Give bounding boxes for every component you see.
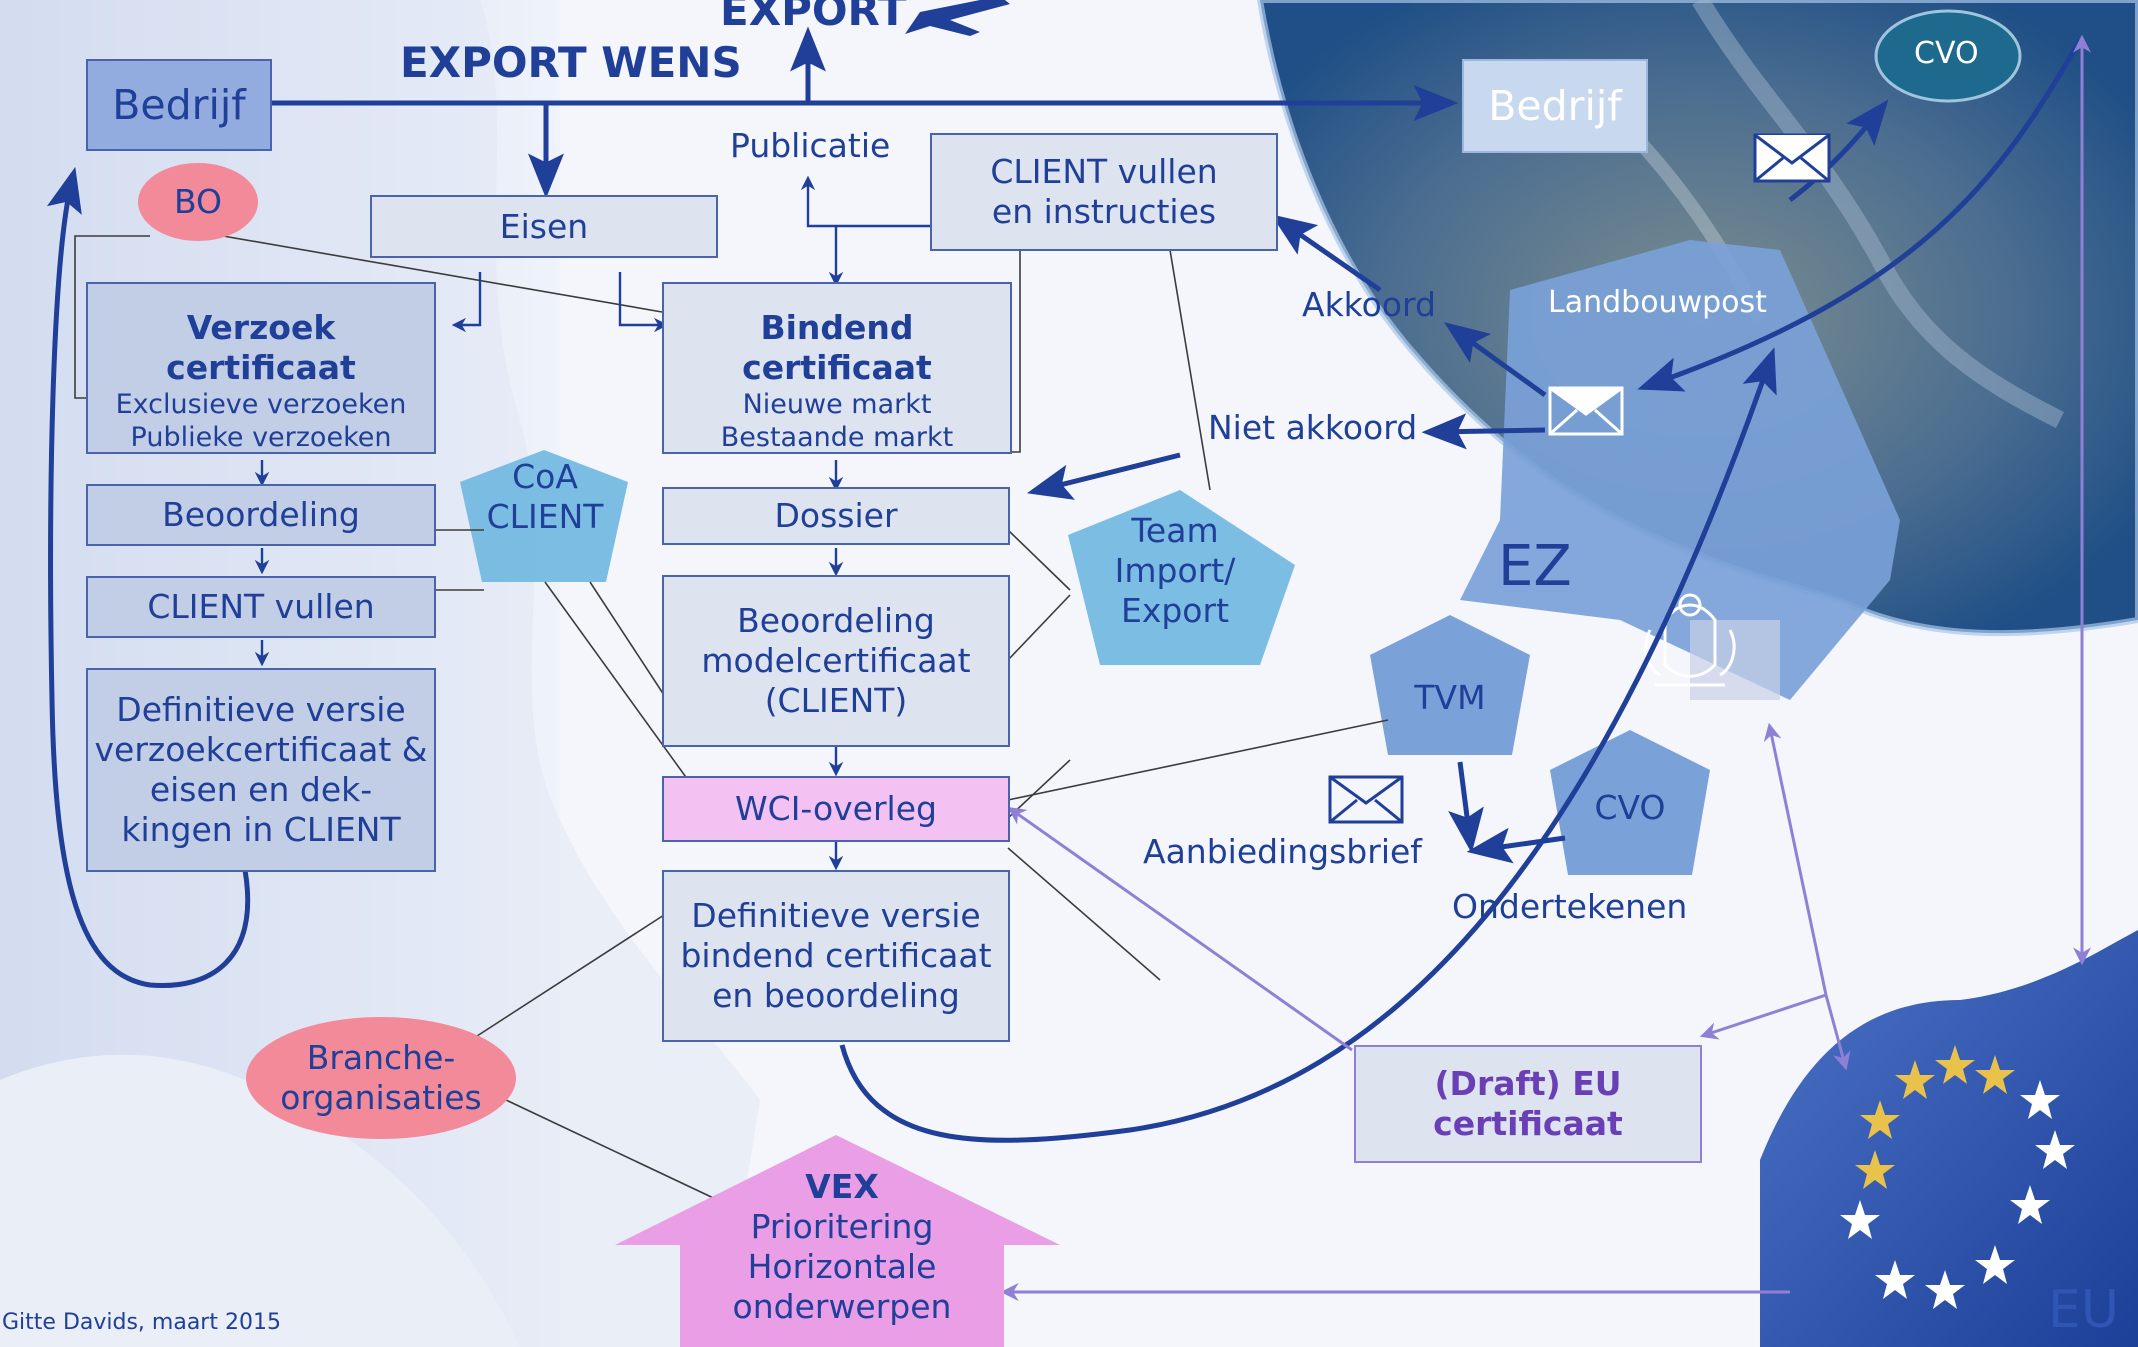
branche-line2: organisaties bbox=[280, 1078, 482, 1117]
definitieve-bindend-box[interactable]: Definitieve versie bindend certificaat e… bbox=[662, 870, 1010, 1042]
bindend-line-bestaand: Bestaande markt bbox=[720, 422, 954, 453]
export-wens-title: EXPORT WENS bbox=[400, 38, 742, 87]
cvo-top-label: CVO bbox=[1914, 36, 1979, 71]
tvm-label: TVM bbox=[1414, 678, 1486, 717]
definitieve-verzoek-line3: eisen en dek- bbox=[149, 770, 373, 809]
verzoek-certificaat-box[interactable]: Verzoek certificaat Exclusieve verzoeken… bbox=[86, 282, 436, 454]
draft-eu-line1: (Draft) EU bbox=[1434, 1064, 1622, 1103]
export-label: Export bbox=[1120, 591, 1230, 630]
branche-line1: Branche- bbox=[306, 1038, 456, 1077]
envelope-icon bbox=[1328, 775, 1404, 824]
airplane-icon bbox=[905, 0, 1010, 36]
vex-line2: Horizontale bbox=[747, 1247, 937, 1286]
client-vullen-box[interactable]: CLIENT vullen bbox=[86, 576, 436, 638]
verzoek-line-publiek: Publieke verzoeken bbox=[130, 422, 392, 453]
ez-label: EZ bbox=[1498, 534, 1572, 599]
vex-title: VEX bbox=[805, 1167, 879, 1206]
definitieve-verzoek-line4: kingen in CLIENT bbox=[121, 810, 401, 849]
export-title-partial: EXPORT bbox=[720, 0, 907, 35]
beoordeling-modelcertificaat-box[interactable]: Beoordeling modelcertificaat (CLIENT) bbox=[662, 575, 1010, 747]
definitieve-verzoek-line1: Definitieve versie bbox=[116, 690, 406, 729]
wci-overleg-box[interactable]: WCI-overleg bbox=[662, 776, 1010, 842]
envelope-icon bbox=[1548, 386, 1624, 436]
bedrijf-right-box[interactable]: Bedrijf bbox=[1462, 59, 1648, 153]
bedrijf-left-label: Bedrijf bbox=[112, 81, 246, 129]
def-bindend-line2: bindend certificaat bbox=[680, 936, 992, 975]
landbouwpost-label: Landbouwpost bbox=[1548, 285, 1767, 320]
coa-client-label: CLIENT bbox=[486, 497, 604, 536]
def-bindend-line1: Definitieve versie bbox=[691, 896, 981, 935]
verzoek-certificaat-title: Verzoek certificaat bbox=[166, 308, 356, 387]
dossier-label: Dossier bbox=[774, 496, 898, 535]
bo-label: BO bbox=[173, 182, 223, 221]
bedrijf-right-label: Bedrijf bbox=[1488, 82, 1622, 130]
eu-label: EU bbox=[2048, 1280, 2119, 1340]
beoordeling-model-line2: modelcertificaat bbox=[701, 641, 971, 680]
credit-text: Gitte Davids, maart 2015 bbox=[2, 1310, 281, 1335]
dossier-box[interactable]: Dossier bbox=[662, 487, 1010, 545]
coa-label: CoA bbox=[512, 457, 578, 496]
vex-line1: Prioritering bbox=[750, 1207, 934, 1246]
definitieve-verzoek-line2: verzoekcertificaat & bbox=[94, 730, 428, 769]
cvo-pentagon[interactable]: CVO bbox=[1570, 788, 1690, 828]
vex-line3: onderwerpen bbox=[732, 1287, 952, 1326]
team-label: Team bbox=[1131, 511, 1219, 550]
publicatie-label: Publicatie bbox=[730, 126, 891, 165]
team-import-export-pentagon[interactable]: Team Import/ Export bbox=[1100, 511, 1250, 631]
akkoord-label: Akkoord bbox=[1302, 285, 1436, 324]
bindend-line-nieuw: Nieuwe markt bbox=[742, 389, 932, 420]
eisen-label: Eisen bbox=[499, 206, 589, 246]
client-vullen-label: CLIENT vullen bbox=[147, 587, 375, 626]
ondertekenen-label: Ondertekenen bbox=[1452, 887, 1688, 926]
eisen-box[interactable]: Eisen bbox=[370, 195, 718, 258]
draft-eu-certificaat-box[interactable]: (Draft) EU certificaat bbox=[1354, 1045, 1702, 1163]
branche-organisaties-ellipse[interactable]: Branche- organisaties bbox=[246, 1017, 516, 1139]
import-label: Import/ bbox=[1114, 551, 1236, 590]
client-instructies-box[interactable]: CLIENT vullen en instructies bbox=[930, 133, 1278, 251]
tvm-pentagon[interactable]: TVM bbox=[1390, 678, 1510, 718]
verzoek-line-exclusief: Exclusieve verzoeken bbox=[115, 389, 407, 420]
beoordeling-model-line3: (CLIENT) bbox=[764, 681, 908, 720]
bindend-certificaat-box[interactable]: Bindend certificaat Nieuwe markt Bestaan… bbox=[662, 282, 1012, 454]
bindend-certificaat-title: Bindend certificaat bbox=[742, 308, 932, 387]
client-instructies-line2: en instructies bbox=[991, 192, 1217, 231]
bo-ellipse[interactable]: BO bbox=[138, 163, 258, 241]
cvo-label: CVO bbox=[1594, 788, 1666, 827]
cvo-top-ellipse[interactable]: CVO bbox=[1914, 36, 1979, 71]
def-bindend-line3: en beoordeling bbox=[712, 976, 960, 1015]
draft-eu-line2: certificaat bbox=[1433, 1104, 1623, 1143]
coa-client-pentagon[interactable]: CoA CLIENT bbox=[470, 457, 620, 537]
wci-overleg-label: WCI-overleg bbox=[735, 789, 937, 828]
aanbiedingsbrief-label: Aanbiedingsbrief bbox=[1143, 832, 1422, 871]
vex-block[interactable]: VEX Prioritering Horizontale onderwerpen bbox=[680, 1167, 1004, 1327]
niet-akkoord-label: Niet akkoord bbox=[1208, 408, 1418, 447]
beoordeling-model-line1: Beoordeling bbox=[737, 601, 935, 640]
envelope-icon bbox=[1753, 133, 1831, 183]
beoordeling-label: Beoordeling bbox=[162, 495, 360, 534]
bedrijf-left-box[interactable]: Bedrijf bbox=[86, 59, 272, 151]
beoordeling-box[interactable]: Beoordeling bbox=[86, 484, 436, 546]
definitieve-verzoek-box[interactable]: Definitieve versie verzoekcertificaat & … bbox=[86, 668, 436, 872]
client-instructies-line1: CLIENT vullen bbox=[990, 152, 1218, 191]
